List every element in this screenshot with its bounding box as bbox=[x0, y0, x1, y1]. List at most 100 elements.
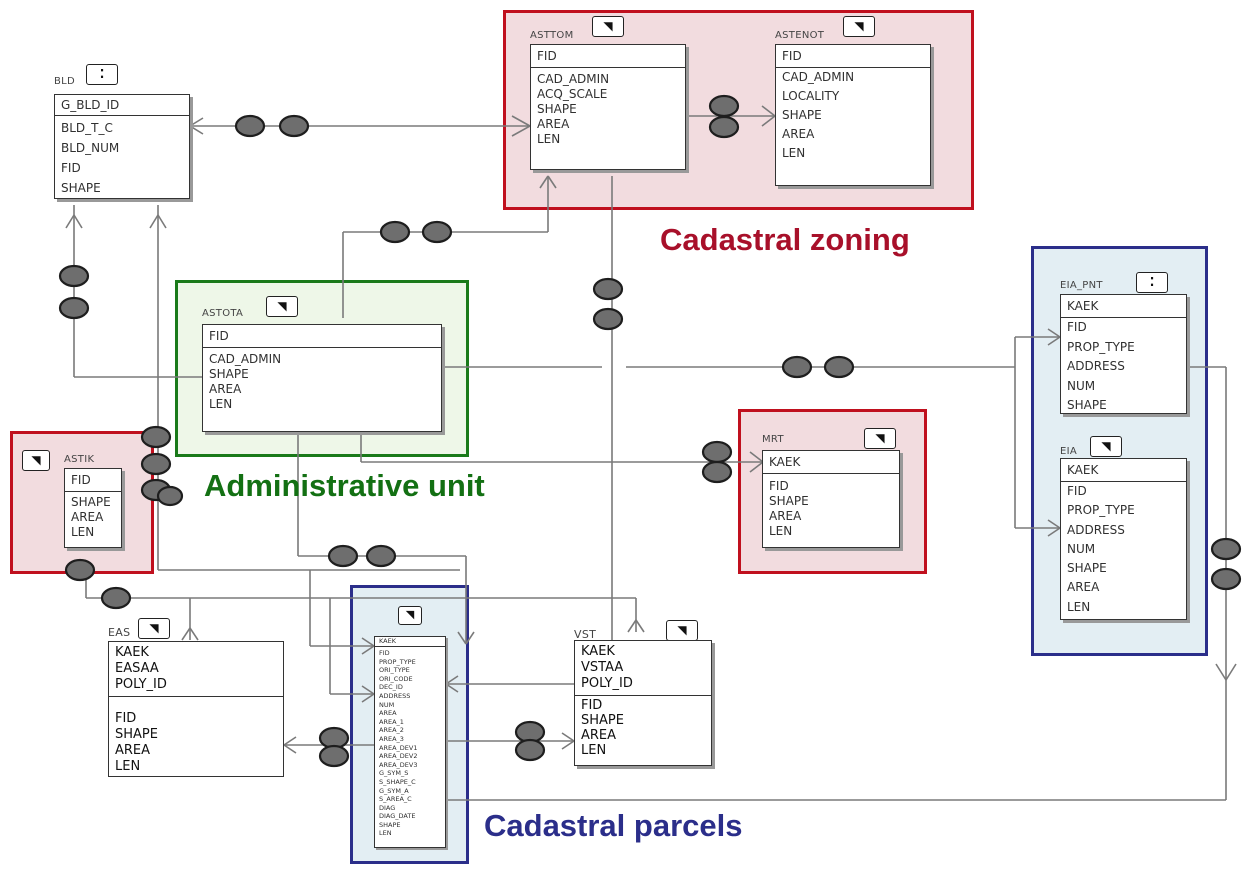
entity-asttom[interactable]: ASTTOM ◥ FID CAD_ADMIN ACQ_SCALE SHAPE A… bbox=[530, 16, 686, 172]
attribute: NUM bbox=[379, 700, 395, 709]
key-field: POLY_ID bbox=[581, 676, 633, 691]
attribute: FID bbox=[115, 711, 137, 726]
entity-vst[interactable]: VST ◥ KAEK VSTAA POLY_ID FID SHAPE AREA … bbox=[574, 616, 712, 766]
attribute: LEN bbox=[581, 743, 607, 758]
parcel-attributes: FID PROP_TYPE ORI_TYPE ORI_CODE DEC_ID A… bbox=[375, 647, 445, 838]
attribute: BLD_NUM bbox=[61, 141, 120, 155]
attribute: FID bbox=[1067, 320, 1087, 334]
attribute: SHAPE bbox=[581, 713, 624, 728]
primary-key-field: KAEK bbox=[763, 451, 899, 474]
attribute: FID bbox=[379, 649, 390, 657]
attribute: S_AREA_C bbox=[379, 795, 412, 804]
attribute: LEN bbox=[769, 524, 793, 538]
key-field: POLY_ID bbox=[115, 677, 167, 692]
attribute: AREA bbox=[581, 728, 617, 743]
attribute: SHAPE bbox=[115, 727, 158, 742]
entity-bld[interactable]: BLD ⁚ G_BLD_ID BLD_T_C BLD_NUM FID SHAPE bbox=[54, 64, 190, 205]
attribute: AREA bbox=[769, 509, 802, 523]
polygon-icon: ◥ bbox=[398, 606, 422, 625]
attribute: FID bbox=[61, 161, 81, 175]
attribute: SHAPE bbox=[71, 495, 111, 509]
attribute: ORI_CODE bbox=[379, 674, 413, 683]
primary-key-field: G_BLD_ID bbox=[55, 95, 189, 116]
attribute: LEN bbox=[71, 525, 95, 539]
key-field: VSTAA bbox=[581, 660, 624, 675]
entity-name: EIA_PNT bbox=[1060, 280, 1103, 291]
attribute: ADDRESS bbox=[1067, 359, 1125, 373]
primary-key-field: FID bbox=[531, 45, 685, 68]
attribute: FID bbox=[581, 698, 603, 713]
cadastral-zoning-label: Cadastral zoning bbox=[660, 222, 910, 257]
entity-astota[interactable]: ASTOTA ◥ FID CAD_ADMIN SHAPE AREA LEN bbox=[202, 296, 442, 432]
attribute: ADDRESS bbox=[1067, 522, 1125, 537]
attribute: AREA bbox=[379, 709, 397, 718]
attribute: LEN bbox=[379, 829, 392, 838]
entity-astenot[interactable]: ASTENOT ◥ FID CAD_ADMIN LOCALITY SHAPE A… bbox=[775, 16, 931, 186]
attribute: LOCALITY bbox=[782, 89, 840, 103]
attribute: CAD_ADMIN bbox=[537, 72, 610, 86]
entity-name: ASTIK bbox=[64, 454, 95, 465]
attribute: AREA bbox=[537, 117, 570, 131]
attribute: DEC_ID bbox=[379, 683, 403, 692]
entity-eas[interactable]: EAS ◥ KAEK EASAA POLY_ID FID SHAPE AREA … bbox=[108, 616, 284, 778]
attribute: AREA_1 bbox=[379, 717, 404, 726]
attribute: PROP_TYPE bbox=[1067, 339, 1135, 354]
entity-name: EAS bbox=[108, 626, 131, 639]
attribute: AREA bbox=[1067, 580, 1100, 595]
attribute: S_SHAPE_C bbox=[379, 777, 416, 786]
attribute: PROP_TYPE bbox=[379, 657, 416, 666]
attribute: NUM bbox=[1067, 378, 1096, 393]
attribute: LEN bbox=[1067, 599, 1091, 614]
polygon-icon: ◥ bbox=[138, 618, 170, 639]
primary-key-field: KAEK bbox=[375, 637, 445, 647]
polygon-icon: ◥ bbox=[266, 296, 298, 317]
key-field: EASAA bbox=[115, 661, 159, 676]
attribute: SHAPE bbox=[782, 108, 822, 122]
attribute: SHAPE bbox=[209, 367, 249, 381]
attribute: FID bbox=[769, 479, 789, 493]
attribute: SHAPE bbox=[379, 820, 401, 829]
attribute: AREA bbox=[71, 510, 104, 524]
attribute: SHAPE bbox=[1067, 398, 1107, 412]
administrative-unit-label: Administrative unit bbox=[204, 468, 485, 503]
attribute: LEN bbox=[209, 397, 233, 411]
attribute: BLD_T_C bbox=[61, 121, 113, 135]
attribute: AREA_DEV1 bbox=[379, 743, 418, 752]
attribute: NUM bbox=[1067, 541, 1096, 556]
polygon-icon: ◥ bbox=[592, 16, 624, 37]
cadastral-parcels-label: Cadastral parcels bbox=[484, 808, 743, 843]
entity-mrt[interactable]: MRT ◥ KAEK FID SHAPE AREA LEN bbox=[762, 424, 900, 548]
primary-key-field: KAEK bbox=[1061, 295, 1186, 318]
point-icon: ⁚ bbox=[1136, 272, 1168, 293]
attribute: ADDRESS bbox=[379, 691, 411, 700]
attribute: LEN bbox=[782, 146, 806, 160]
entity-name: BLD bbox=[54, 76, 76, 87]
entity-name: ASTENOT bbox=[775, 30, 825, 41]
polygon-icon: ◥ bbox=[666, 620, 698, 641]
attribute: DIAG bbox=[379, 803, 396, 812]
attribute: SHAPE bbox=[1067, 561, 1107, 576]
attribute: AREA bbox=[115, 743, 151, 758]
primary-key-field: FID bbox=[65, 469, 121, 492]
key-field: KAEK bbox=[115, 645, 149, 660]
polygon-icon: ◥ bbox=[1090, 436, 1122, 457]
attribute: CAD_ADMIN bbox=[209, 352, 282, 366]
attribute: AREA bbox=[209, 382, 242, 396]
attribute: G_SYM_A bbox=[379, 786, 409, 795]
entity-name: ASTTOM bbox=[530, 30, 574, 41]
key-field: KAEK bbox=[581, 644, 615, 659]
attribute: FID bbox=[1067, 484, 1087, 498]
entity-parcel[interactable]: ◥ KAEK FID PROP_TYPE ORI_TYPE ORI_CODE D… bbox=[374, 606, 446, 848]
entity-eia[interactable]: EIA ◥ KAEK FID PROP_TYPE ADDRESS NUM SHA… bbox=[1060, 434, 1187, 620]
attribute: SHAPE bbox=[769, 494, 809, 508]
entity-astik[interactable]: ◥ ASTIK FID SHAPE AREA LEN bbox=[22, 446, 122, 548]
attribute: G_SYM_S bbox=[379, 769, 409, 778]
attribute: SHAPE bbox=[61, 181, 101, 195]
polygon-icon: ◥ bbox=[864, 428, 896, 449]
point-icon: ⁚ bbox=[86, 64, 118, 85]
entity-name: VST bbox=[574, 628, 597, 641]
attribute: AREA_2 bbox=[379, 726, 404, 735]
attribute: AREA bbox=[782, 127, 815, 141]
entity-eia-pnt[interactable]: EIA_PNT ⁚ KAEK FID PROP_TYPE ADDRESS NUM… bbox=[1060, 270, 1187, 414]
entity-name: EIA bbox=[1060, 446, 1078, 457]
